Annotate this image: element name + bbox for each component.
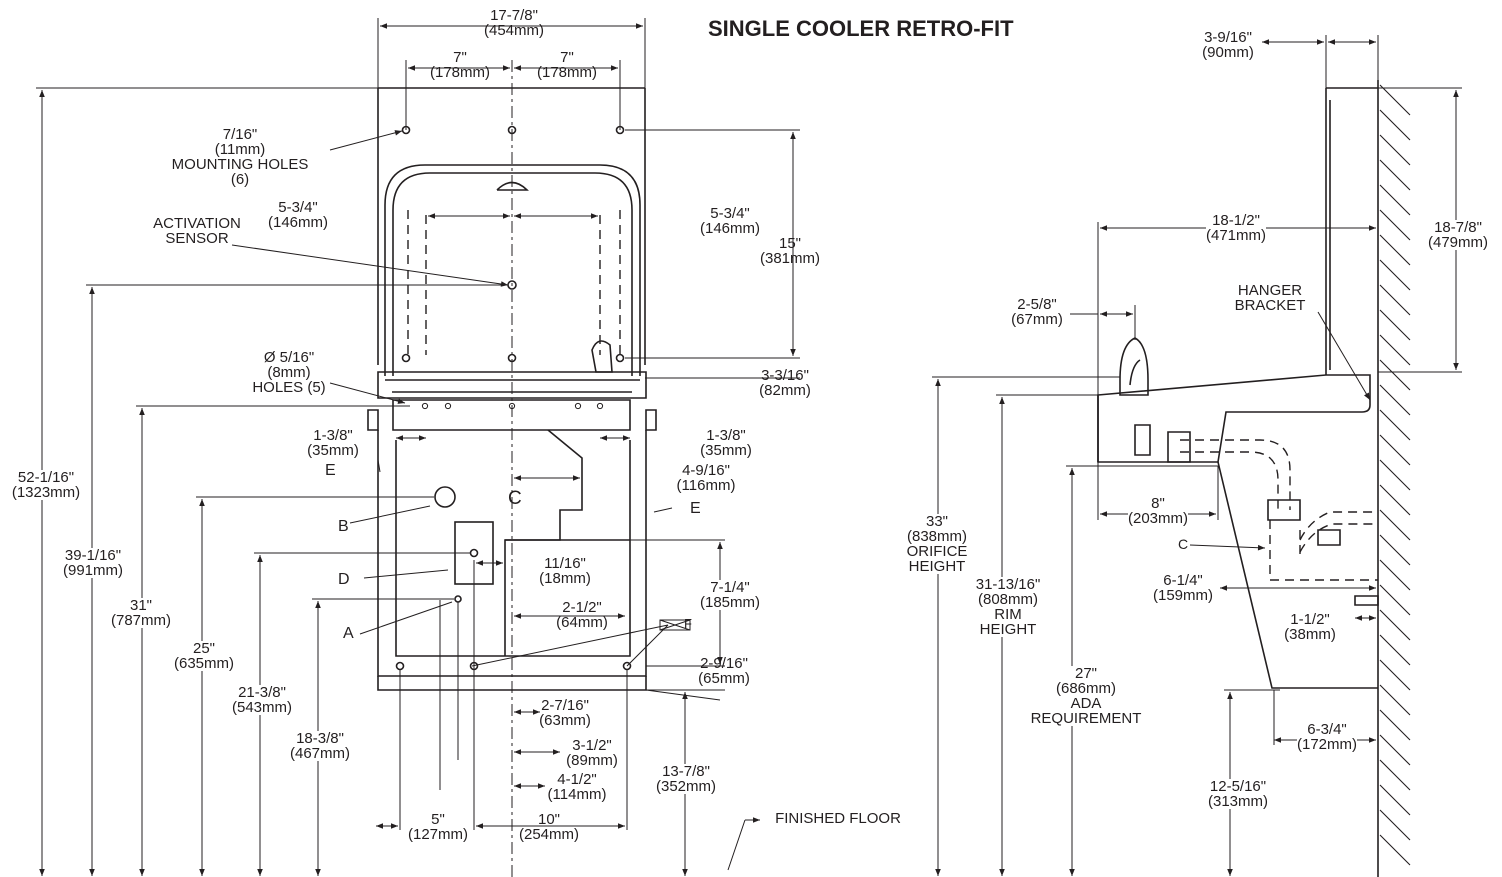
hole-b: [434, 486, 456, 508]
dim-15: 15"(381mm): [759, 235, 821, 267]
side-bubbler: [1119, 337, 1149, 396]
dim-1-1-2: 1-1/2"(38mm): [1284, 611, 1336, 643]
dim-2-5-8: 2-5/8"(67mm): [1011, 296, 1063, 328]
dim-10: 10"(254mm): [518, 811, 580, 843]
dim-21-3-8: 21-3/8"(543mm): [231, 684, 293, 716]
dim-6-3-4: 6-3/4"(172mm): [1296, 721, 1358, 753]
dim-4-9-16: 4-9/16"(116mm): [676, 462, 736, 494]
basin-holes: [421, 402, 604, 410]
dim-7-left: 7"(178mm): [429, 49, 491, 81]
dim-18-7-8: 18-7/8"(479mm): [1427, 219, 1489, 251]
dim-2-7-16: 2-7/16"(63mm): [539, 697, 591, 729]
dim-7-1-4: 7-1/4"(185mm): [699, 579, 761, 611]
dim-39-1-16: 39-1/16"(991mm): [62, 547, 124, 579]
letter-a: A: [343, 625, 354, 642]
letter-b: B: [338, 518, 349, 535]
label-finished-floor: FINISHED FLOOR: [775, 810, 901, 827]
dim-25: 25"(635mm): [173, 640, 235, 672]
hole-a: [454, 595, 462, 603]
dim-13-7-8: 13-7/8"(352mm): [655, 763, 717, 795]
filler-spout: [496, 181, 529, 191]
hole-d: [469, 548, 479, 558]
letter-e-right: E: [690, 500, 701, 517]
dim-5: 5"(127mm): [407, 811, 469, 843]
label-mounting-holes: 7/16"(11mm)MOUNTING HOLES(6): [171, 126, 309, 188]
dim-12-5-16: 12-5/16"(313mm): [1207, 778, 1269, 810]
dim-52-1-16: 52-1/16"(1323mm): [11, 469, 81, 501]
dim-1-3-8-left: 1-3/8"(35mm): [307, 427, 359, 459]
dim-4-1-2: 4-1/2"(114mm): [547, 771, 607, 803]
side-unit-body: [1097, 374, 1371, 463]
bottle-filler-outline: [384, 164, 641, 376]
label-holes-5: Ø 5/16"(8mm)HOLES (5): [252, 349, 326, 396]
wall-hatching: [1379, 84, 1411, 866]
drawing-title: SINGLE COOLER RETRO-FIT: [708, 16, 1014, 41]
side-back-panel: [1325, 87, 1378, 375]
dim-8: 8"(203mm): [1127, 495, 1189, 527]
dim-6-1-4: 6-1/4"(159mm): [1152, 572, 1214, 604]
side-apron: [1217, 461, 1378, 689]
supply-line: [1180, 439, 1291, 510]
letter-d: D: [338, 571, 350, 588]
dim-11-16: 11/16"(18mm): [539, 555, 591, 587]
dim-5-3-4-left: 5-3/4"(146mm): [267, 199, 329, 231]
letter-e-left: E: [325, 462, 336, 479]
dim-5-3-4-right: 5-3/4"(146mm): [699, 205, 761, 237]
dim-7-right: 7"(178mm): [536, 49, 598, 81]
dim-18-3-8: 18-3/8"(467mm): [289, 730, 351, 762]
letter-c-side: C: [1178, 536, 1189, 552]
dim-2-9-16: 2-9/16"(65mm): [698, 655, 750, 687]
dim-2-1-2: 2-1/2"(64mm): [556, 599, 608, 631]
basin-top: [377, 371, 647, 399]
dim-31: 31"(787mm): [110, 597, 172, 629]
mounting-holes: [401, 125, 625, 363]
dim-1-3-8-right: 1-3/8"(35mm): [700, 427, 752, 459]
basin-bowl: [392, 399, 631, 431]
dim-3-9-16: 3-9/16"(90mm): [1202, 29, 1254, 61]
bubbler: [591, 340, 613, 373]
dim-3-3-16: 3-3/16"(82mm): [759, 367, 811, 399]
letter-c-center: C: [508, 488, 522, 509]
dim-overall-width: 17-7/8"(454mm): [483, 7, 545, 39]
front-view: [36, 18, 800, 877]
dim-3-1-2: 3-1/2"(89mm): [566, 737, 618, 769]
letter-f: F: [684, 616, 692, 631]
side-view: [932, 35, 1462, 877]
dim-18-1-2: 18-1/2"(471mm): [1205, 212, 1267, 244]
